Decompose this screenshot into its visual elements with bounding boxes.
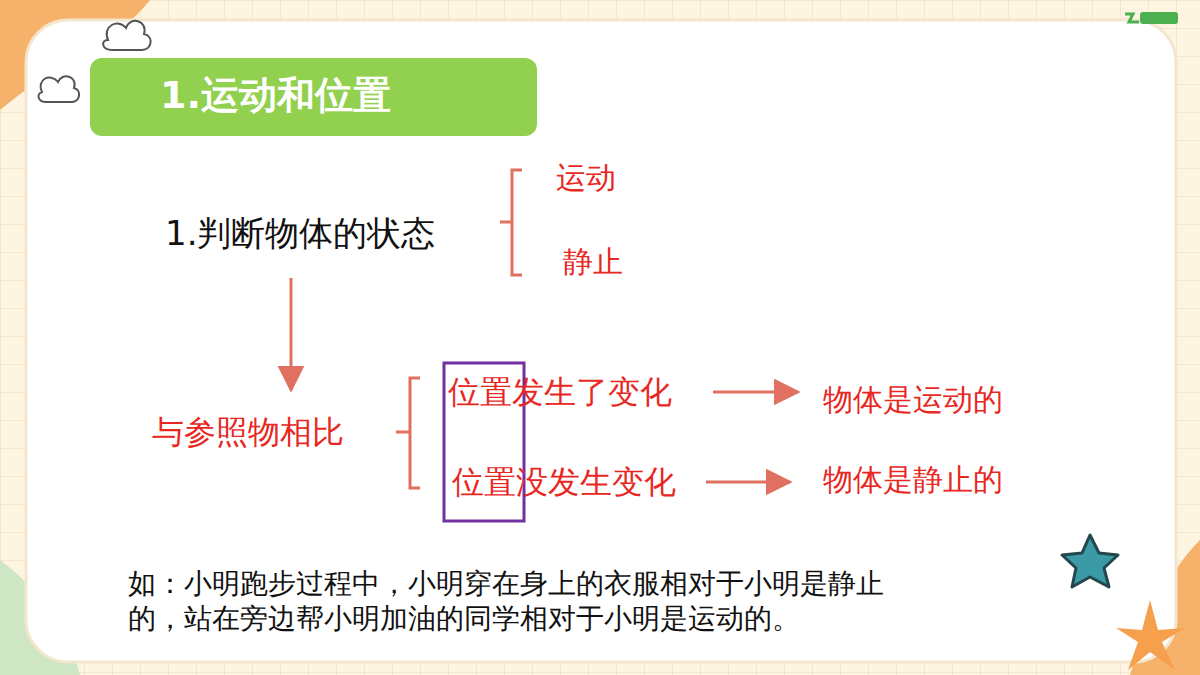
title: 1.运动和位置 xyxy=(160,73,391,119)
star-icon xyxy=(1062,535,1118,587)
result-label: 物体是静止的 xyxy=(823,462,1003,498)
section-heading: 1.判断物体的状态 xyxy=(165,213,435,254)
logo-mark xyxy=(1140,12,1178,24)
starfish-icon xyxy=(1116,600,1185,670)
state-label: 运动 xyxy=(556,160,616,196)
arrow xyxy=(706,481,790,484)
result-label: 物体是运动的 xyxy=(823,382,1003,418)
condition-label: 位置发生了变化 xyxy=(448,373,672,411)
bracket xyxy=(396,378,420,488)
state-label: 静止 xyxy=(563,244,623,280)
cloud-icon xyxy=(103,21,151,50)
criterion-label: 与参照物相比 xyxy=(152,413,344,451)
condition-label: 位置没发生变化 xyxy=(452,463,676,501)
arrow xyxy=(290,278,293,390)
arrow xyxy=(713,391,798,394)
example-note: 如：小明跑步过程中，小明穿在身上的衣服相对于小明是静止 的，站在旁边帮小明加油的… xyxy=(128,566,903,636)
logo-mark xyxy=(1125,14,1139,22)
cloud-icon xyxy=(39,76,80,102)
bracket xyxy=(500,170,522,275)
card xyxy=(26,20,1176,662)
title-banner: 1.运动和位置 xyxy=(90,58,537,136)
